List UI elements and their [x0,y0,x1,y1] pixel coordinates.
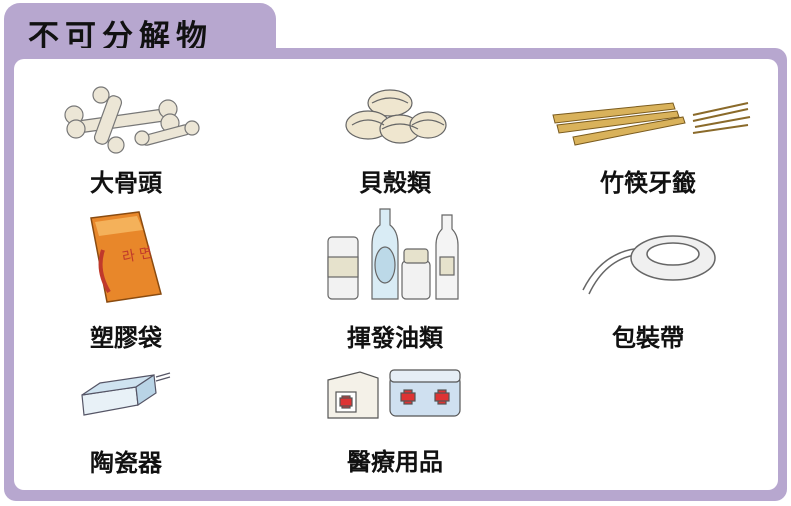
chopsticks-toothpicks-icon [552,102,751,146]
item-label: 醫療用品 [347,448,443,476]
item-label: 塑膠袋 [90,324,162,352]
item-label: 包裝帶 [612,324,684,352]
bones-icon [64,86,200,154]
item-label: 貝殼類 [359,169,431,197]
packing-tape-icon [582,235,716,295]
item-label: 大骨頭 [90,169,162,197]
item-plastic-bag: 라 면 塑膠袋 [6,210,246,352]
item-shells: 貝殼類 [275,85,515,197]
ceramic-icon [81,372,171,416]
item-label: 揮發油類 [347,324,443,352]
plastic-bag-icon: 라 면 [90,211,162,303]
item-label: 竹筷牙籤 [600,169,696,197]
item-medical: 醫療用品 [275,362,515,476]
item-label: 陶瓷器 [90,449,162,477]
bag-text: 라 면 [121,245,154,266]
medical-supplies-icon [327,369,461,419]
item-packing-tape: 包裝帶 [528,210,768,352]
shells-icon [345,89,447,144]
item-bottles: 揮發油類 [275,205,515,352]
item-ceramic: 陶瓷器 [6,365,246,477]
bottles-icon [327,208,459,300]
item-bones: 大骨頭 [6,85,246,197]
item-chopsticks: 竹筷牙籤 [528,85,768,197]
